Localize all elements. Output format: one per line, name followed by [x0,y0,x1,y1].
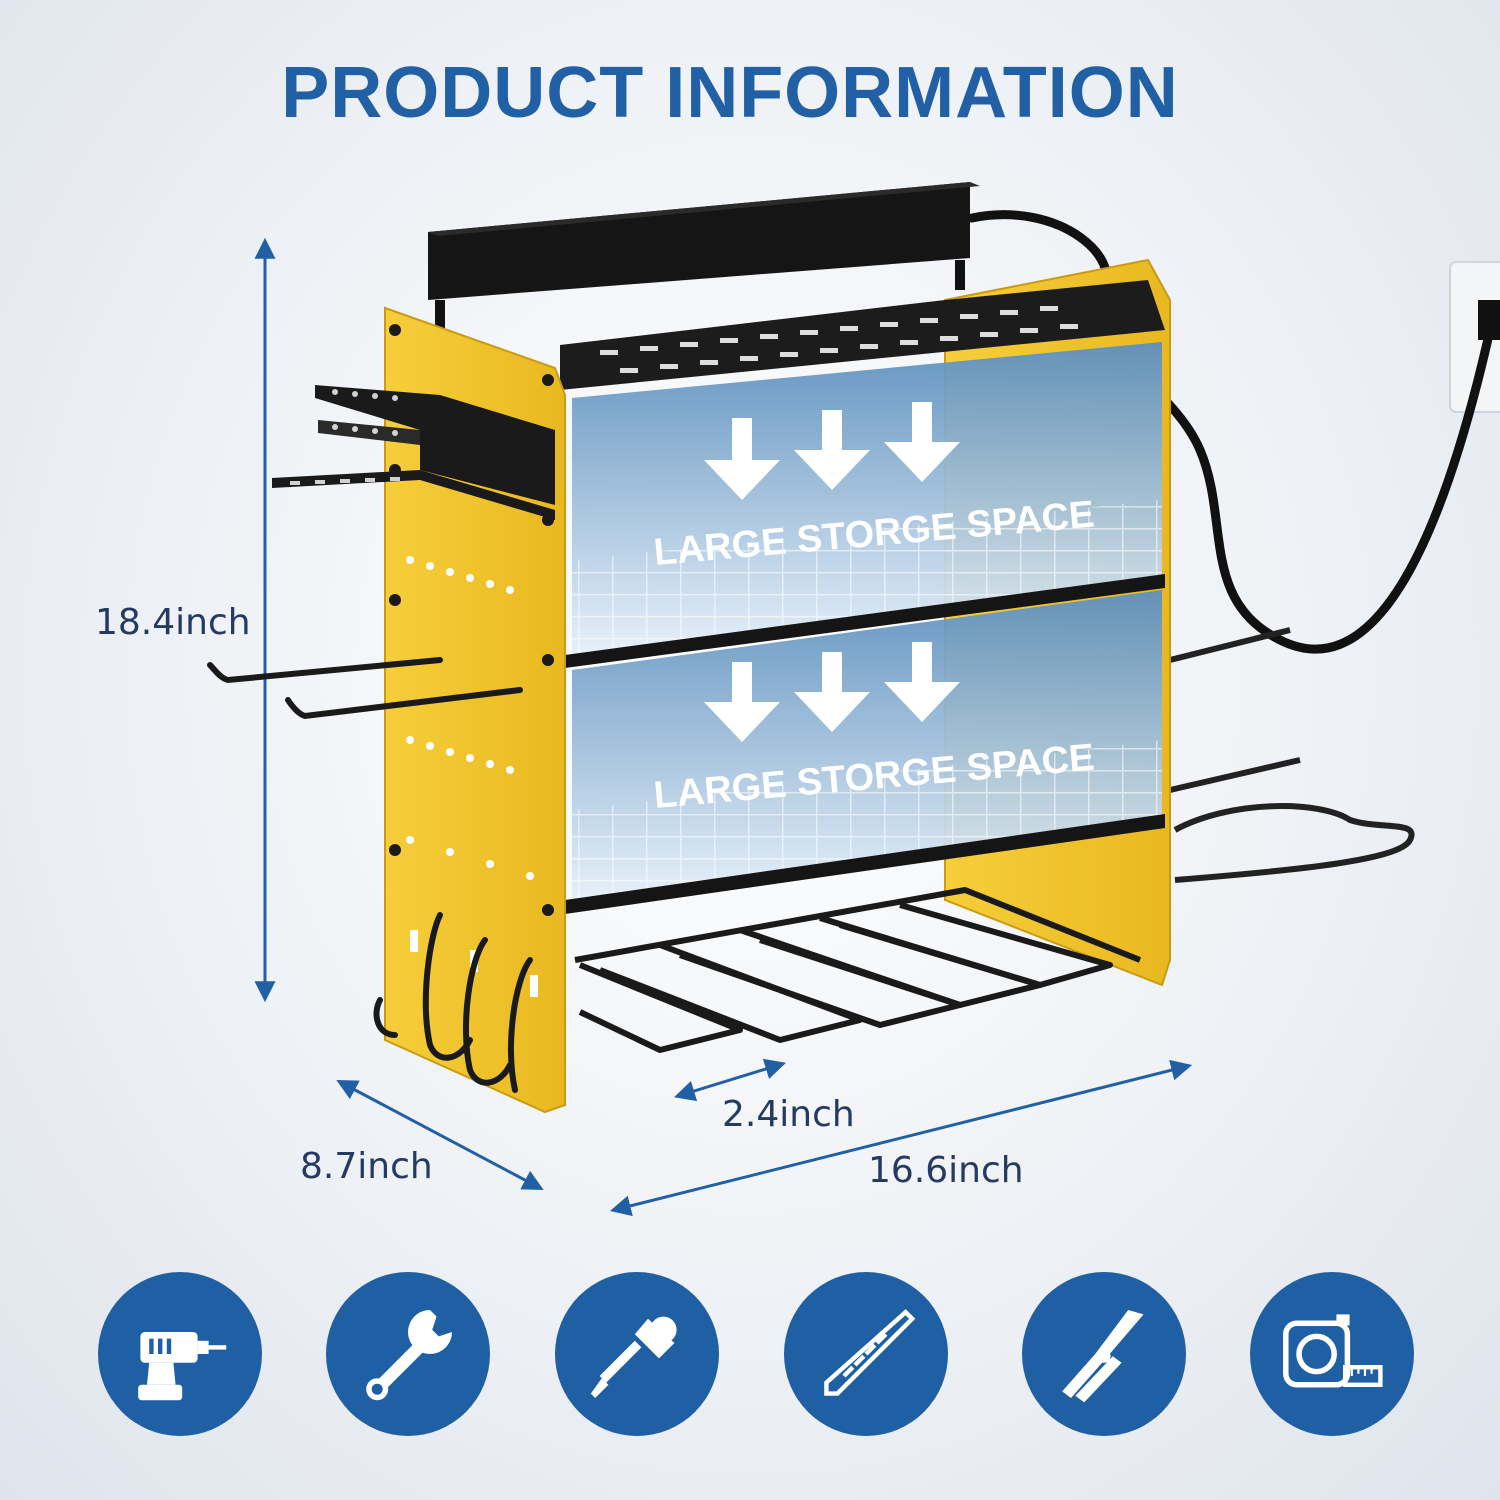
width-dimension: 16.6inch [868,1150,1024,1191]
side-hooks [207,657,533,1093]
width-arrow [609,1059,1193,1217]
drill-bit-icon [784,1272,948,1436]
middle-shelf-edge [565,574,1165,668]
wrench-icon [326,1272,490,1436]
tool-slot-rack [574,887,1142,1053]
height-dimension: 18.4inch [95,602,251,643]
depth-dimension: 8.7inch [300,1146,433,1187]
down-arrows-lower [704,642,960,742]
down-arrows-upper [704,402,960,500]
page-title: PRODUCT INFORMATION [281,53,1179,133]
bottom-shelf-edge [565,814,1165,914]
pliers-icon [1022,1272,1186,1436]
depth-arrow [336,1080,544,1190]
power-strip [428,182,980,330]
screwdriver-icon [555,1272,719,1436]
drill-icon [98,1272,262,1436]
slot-gap-arrow [673,1058,787,1102]
bit-holder-shelves [272,385,555,520]
slot-gap-dimension: 2.4inch [722,1094,855,1135]
tape-measure-icon [1250,1272,1414,1436]
wall-outlet [1449,261,1500,413]
